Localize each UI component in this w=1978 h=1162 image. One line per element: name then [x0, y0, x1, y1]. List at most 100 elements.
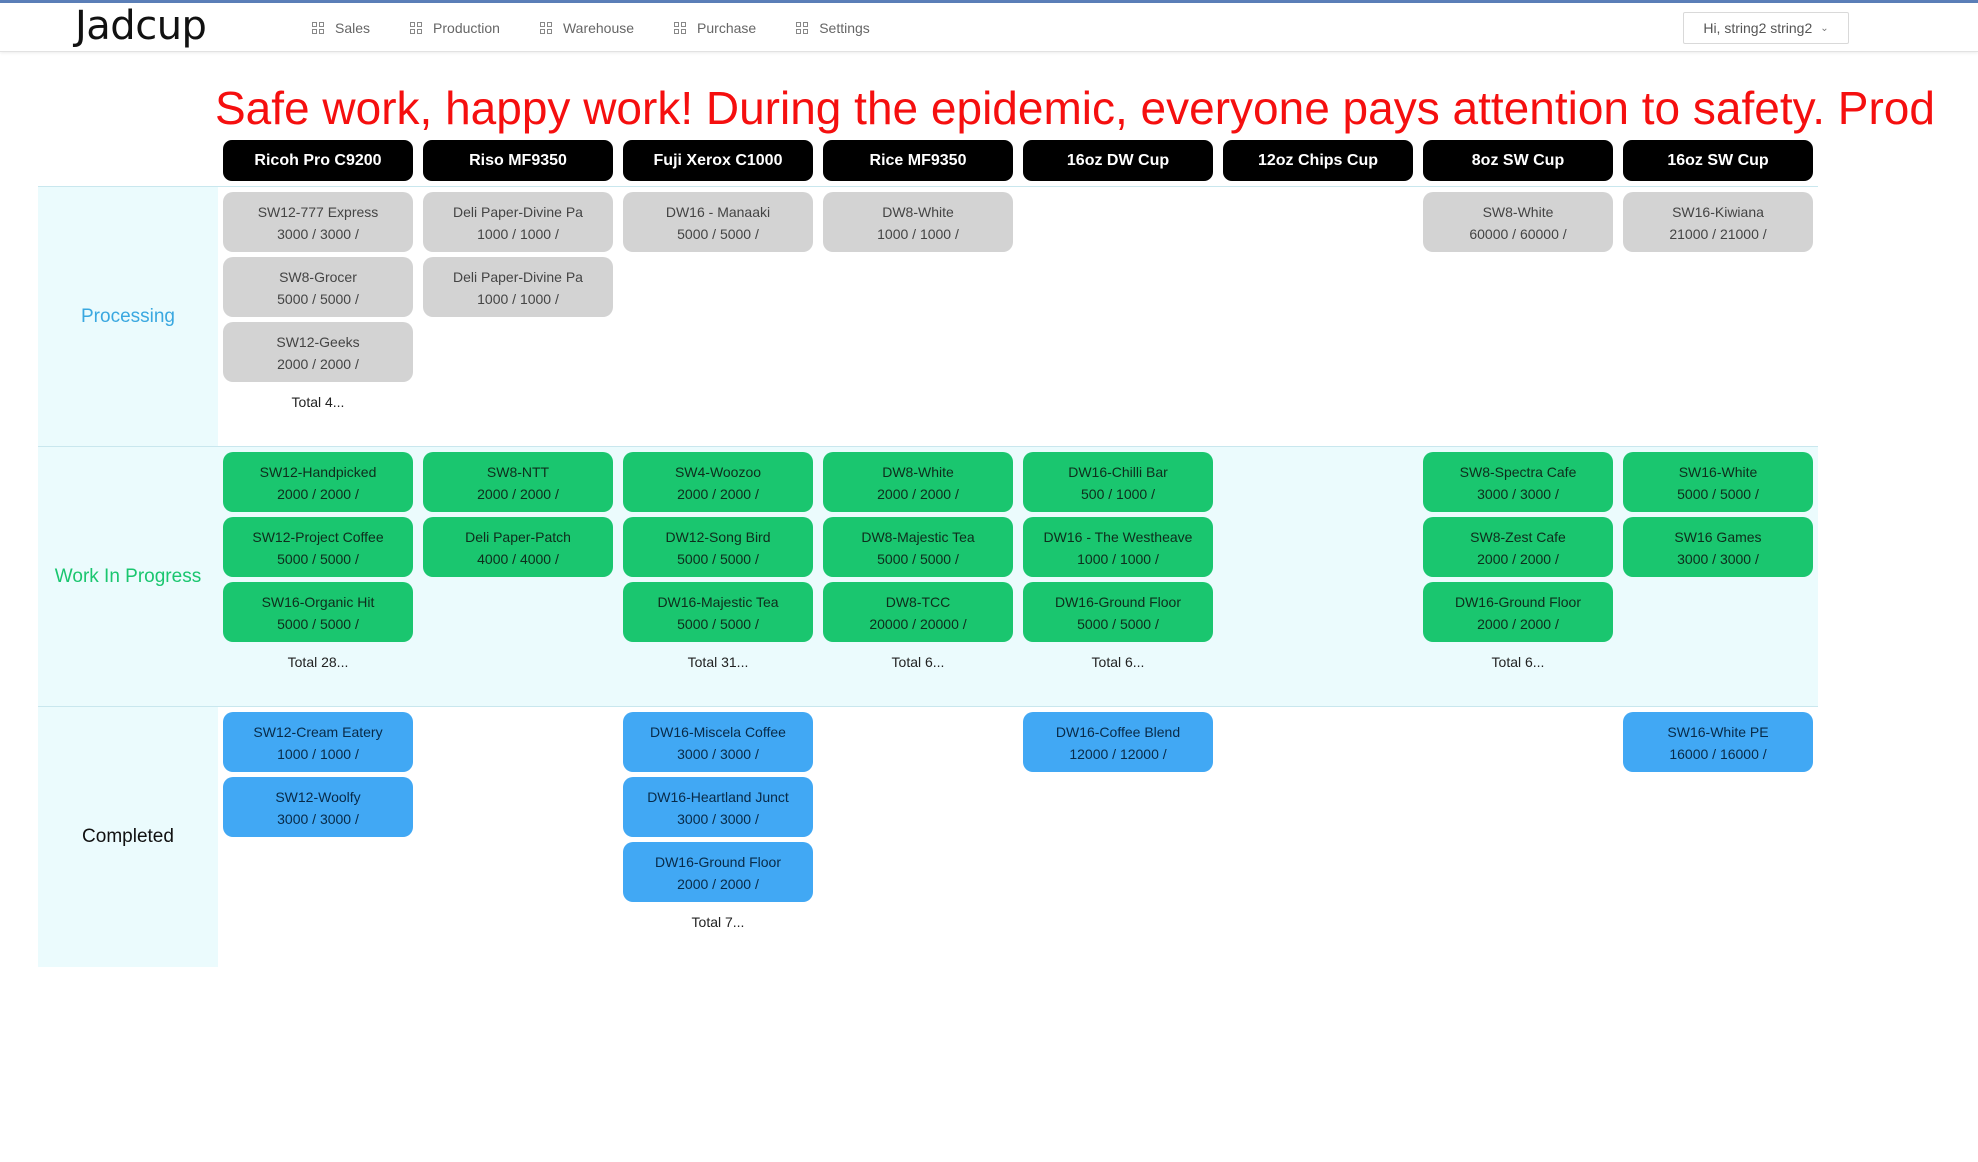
job-card-name: DW16-Miscela Coffee	[650, 724, 786, 740]
job-card-name: SW12-Woolfy	[275, 789, 361, 805]
board-end	[38, 967, 1818, 968]
job-card-name: Deli Paper-Patch	[465, 529, 571, 545]
user-greeting: Hi, string2 string2	[1703, 20, 1813, 36]
job-card-name: SW16 Games	[1674, 529, 1762, 545]
column-header-16oz-dw-cup: 16oz DW Cup	[1023, 140, 1213, 181]
job-card-quantity: 2000 / 2000 /	[277, 356, 359, 372]
app-grid-icon	[674, 21, 687, 34]
job-card[interactable]: SW16-Kiwiana 21000 / 21000 /	[1623, 192, 1813, 252]
menu-item-settings[interactable]: Settings	[796, 3, 870, 52]
job-card-quantity: 3000 / 3000 /	[677, 811, 759, 827]
job-card-quantity: 2000 / 2000 /	[477, 486, 559, 502]
cell-total[interactable]: Total 6...	[891, 654, 945, 670]
job-card-quantity: 16000 / 16000 /	[1669, 746, 1767, 762]
job-card-quantity: 3000 / 3000 /	[277, 811, 359, 827]
cell-total[interactable]: Total 31...	[687, 654, 749, 670]
menu-item-sales[interactable]: Sales	[312, 3, 370, 52]
job-card-name: DW8-Majestic Tea	[861, 529, 975, 545]
job-card[interactable]: SW8-Zest Cafe 2000 / 2000 /	[1423, 517, 1613, 577]
chevron-down-icon: ⌄	[1820, 22, 1829, 34]
menu-item-label: Warehouse	[562, 19, 635, 36]
job-card-quantity: 1000 / 1000 /	[277, 746, 359, 762]
cell-total[interactable]: Total 6...	[1491, 654, 1545, 670]
job-card-quantity: 1000 / 1000 /	[477, 226, 559, 242]
menu-item-label: Production	[433, 19, 500, 36]
column-header-8oz-sw-cup: 8oz SW Cup	[1423, 140, 1613, 181]
menu-item-warehouse[interactable]: Warehouse	[539, 3, 635, 52]
status-row-processing: Processing	[38, 187, 1818, 447]
job-card-quantity: 5000 / 5000 /	[677, 616, 759, 632]
job-card[interactable]: DW8-White 2000 / 2000 /	[823, 452, 1013, 512]
job-card-name: SW8-White	[1482, 204, 1554, 220]
user-menu-button[interactable]: Hi, string2 string2 ⌄	[1683, 12, 1849, 44]
job-card[interactable]: SW16-White 5000 / 5000 /	[1623, 452, 1813, 512]
app-grid-icon	[539, 21, 552, 34]
top-accent-line	[0, 0, 1978, 3]
app-grid-icon	[410, 21, 423, 34]
cell-total[interactable]: Total 4...	[291, 394, 345, 410]
job-card-name: DW16-Heartland Junct	[647, 789, 789, 805]
job-card-name: SW16-Kiwiana	[1672, 204, 1764, 220]
menu-item-label: Sales	[335, 19, 371, 36]
job-card-name: DW16-Ground Floor	[1454, 594, 1582, 610]
job-card[interactable]: DW16-Coffee Blend 12000 / 12000 /	[1023, 712, 1213, 772]
job-card-quantity: 5000 / 5000 /	[1677, 486, 1759, 502]
job-card-quantity: 500 / 1000 /	[1081, 486, 1155, 502]
row-divider	[38, 706, 1818, 707]
job-card-name: SW4-Woozoo	[674, 464, 762, 480]
announcement-text: Safe work, happy work! During the epidem…	[215, 82, 1937, 134]
job-card-name: DW16-Coffee Blend	[1055, 724, 1181, 740]
job-card[interactable]: SW12-Woolfy 3000 / 3000 /	[223, 777, 413, 837]
job-card-name: DW8-White	[882, 464, 954, 480]
cell-total[interactable]: Total 6...	[1091, 654, 1145, 670]
job-card-quantity: 5000 / 5000 /	[677, 551, 759, 567]
menu-item-production[interactable]: Production	[410, 3, 500, 52]
job-card-quantity: 2000 / 2000 /	[1477, 551, 1559, 567]
menu-item-purchase[interactable]: Purchase	[674, 3, 756, 52]
job-card-quantity: 2000 / 2000 /	[877, 486, 959, 502]
cell-total[interactable]: Total 7...	[691, 914, 745, 930]
app-logo[interactable]: Jadcup	[75, 3, 207, 49]
job-card-quantity: 3000 / 3000 /	[1477, 486, 1559, 502]
job-card-quantity: 1000 / 1000 /	[477, 291, 559, 307]
job-card-quantity: 12000 / 12000 /	[1069, 746, 1167, 762]
job-card-quantity: 21000 / 21000 /	[1669, 226, 1767, 242]
job-card[interactable]: SW8-White 60000 / 60000 /	[1423, 192, 1613, 252]
column-header-rice-mf9350: Rice MF9350	[823, 140, 1013, 181]
job-card-name: DW16 - The Westheave	[1043, 529, 1193, 545]
job-card-quantity: 60000 / 60000 /	[1469, 226, 1567, 242]
cell-total[interactable]: Total 28...	[287, 654, 349, 670]
job-card-name: SW12-Project Coffee	[252, 529, 384, 545]
job-card-name: SW8-Zest Cafe	[1470, 529, 1566, 545]
job-card[interactable]: DW16-Heartland Junct 3000 / 3000 /	[623, 777, 813, 837]
main-menu: Sales Production Warehouse Purchase Sett…	[312, 3, 910, 52]
job-card-name: SW16-White	[1678, 464, 1758, 480]
